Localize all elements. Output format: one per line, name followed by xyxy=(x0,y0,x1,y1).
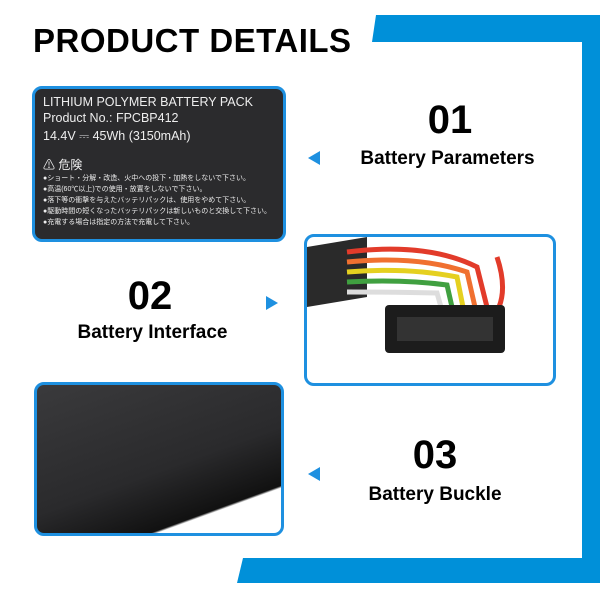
feature-number-01: 01 xyxy=(427,98,473,142)
decorative-frame-right xyxy=(582,15,600,560)
battery-buckle-image xyxy=(34,382,284,536)
label-warning-line: ●高温(60℃以上)での使用・放置をしないで下さい。 xyxy=(43,186,207,193)
battery-label-image: LITHIUM POLYMER BATTERY PACK Product No.… xyxy=(32,86,286,242)
label-warning-line: ●ショート・分解・改造、火中への投下・加熱をしないで下さい。 xyxy=(43,175,251,182)
feature-number-02: 02 xyxy=(127,274,173,318)
label-warning-line: ●充電する場合は指定の方法で充電して下さい。 xyxy=(43,219,195,226)
feature-number-03: 03 xyxy=(412,433,458,477)
label-product-no: Product No.: FPCBP412 xyxy=(43,111,179,125)
label-warning-line: ●落下等の衝撃を与えたバッテリパックは、使用をやめて下さい。 xyxy=(43,197,251,204)
feature-caption-03: Battery Buckle xyxy=(368,484,502,505)
arrow-left-icon xyxy=(308,467,320,481)
feature-caption-01: Battery Parameters xyxy=(360,148,535,169)
arrow-right-icon xyxy=(266,296,278,310)
label-warning-line: ●駆動時間の短くなったバッテリパックは新しいものと交換して下さい。 xyxy=(43,208,272,215)
feature-caption-02: Battery Interface xyxy=(77,322,228,343)
decorative-frame-top xyxy=(372,15,600,42)
label-type: LITHIUM POLYMER BATTERY PACK xyxy=(43,95,253,109)
label-rating: 14.4V ⎓ 45Wh (3150mAh) xyxy=(43,129,191,143)
label-warning-title: ⚠ 危険 xyxy=(43,158,83,172)
decorative-frame-bottom xyxy=(237,558,600,583)
battery-connector-image xyxy=(304,234,556,386)
connector-illustration xyxy=(307,237,505,353)
arrow-left-icon xyxy=(308,151,320,165)
page-title: PRODUCT DETAILS xyxy=(33,22,352,59)
